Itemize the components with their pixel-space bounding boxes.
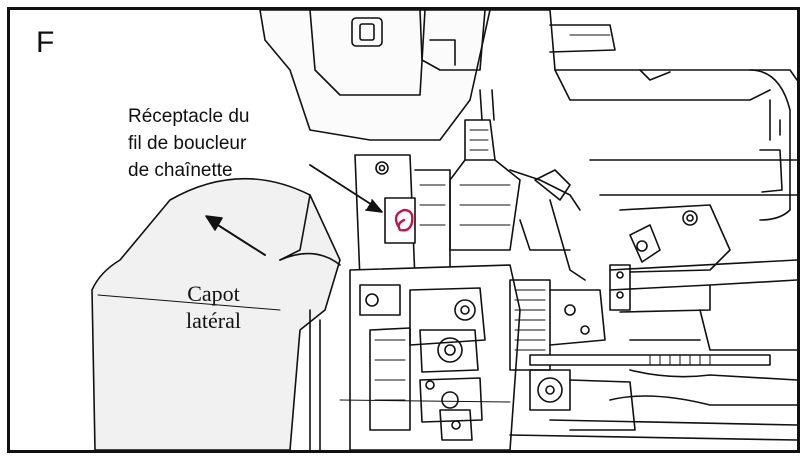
- serger-mechanism-drawing: [91, 10, 797, 450]
- side-cover-label-line-2: latéral: [186, 308, 241, 333]
- receptacle-label-line-2: fil de boucleur: [128, 133, 247, 154]
- cover-direction-arrow: [209, 219, 266, 256]
- receptacle-label-line-1: Réceptacle du: [128, 106, 250, 127]
- panel-letter: F: [36, 26, 55, 59]
- thread-marker: [394, 208, 414, 232]
- side-cover-label: Capot latéral: [186, 280, 241, 334]
- top-housing: [259, 10, 491, 141]
- side-cover-label-line-1: Capot: [187, 281, 240, 306]
- receptacle-pointer: [309, 164, 381, 211]
- receptacle-label: Réceptacle du fil de boucleur de chaînet…: [128, 103, 249, 184]
- receptacle-label-line-3: de chaînette: [128, 160, 233, 181]
- illustration-frame: F Réceptacle du fil de boucleur de chaîn…: [7, 7, 800, 453]
